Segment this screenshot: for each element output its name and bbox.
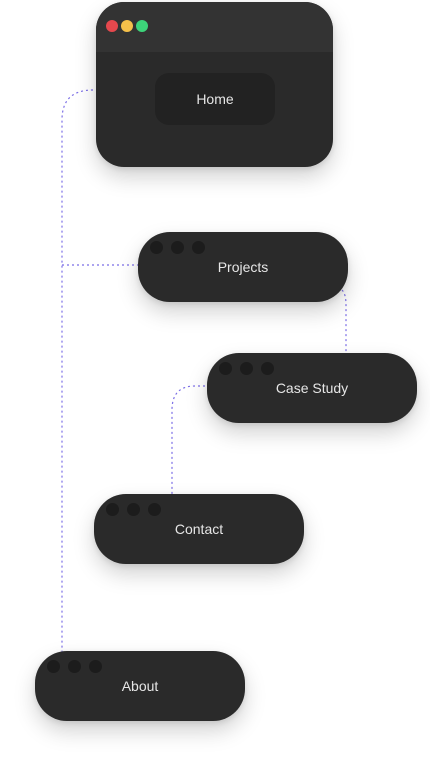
close-dot-icon (106, 20, 118, 32)
case-study-label: Case Study (275, 380, 349, 396)
connector-case-study-to-contact (171, 385, 205, 494)
window-dot-icon (148, 503, 161, 516)
minimize-dot-icon (121, 20, 133, 32)
home-button[interactable]: Home (155, 73, 275, 125)
projects-node[interactable]: Projects (138, 232, 348, 302)
about-node[interactable]: About (35, 651, 245, 721)
home-window[interactable]: Home (96, 2, 333, 167)
window-dot-icon (106, 503, 119, 516)
window-dot-icon (127, 503, 140, 516)
projects-label: Projects (217, 259, 269, 275)
window-dot-icon (192, 241, 205, 254)
maximize-dot-icon (136, 20, 148, 32)
window-dot-icon (68, 660, 81, 673)
contact-node[interactable]: Contact (94, 494, 304, 564)
case-study-node[interactable]: Case Study (207, 353, 417, 423)
about-label: About (121, 678, 159, 694)
connector-home-to-about (61, 89, 94, 652)
window-dot-icon (219, 362, 232, 375)
home-window-titlebar (96, 2, 333, 52)
contact-label: Contact (174, 521, 224, 537)
window-dot-icon (150, 241, 163, 254)
window-dot-icon (89, 660, 102, 673)
window-dot-icon (240, 362, 253, 375)
window-dot-icon (47, 660, 60, 673)
window-dot-icon (261, 362, 274, 375)
window-dot-icon (171, 241, 184, 254)
